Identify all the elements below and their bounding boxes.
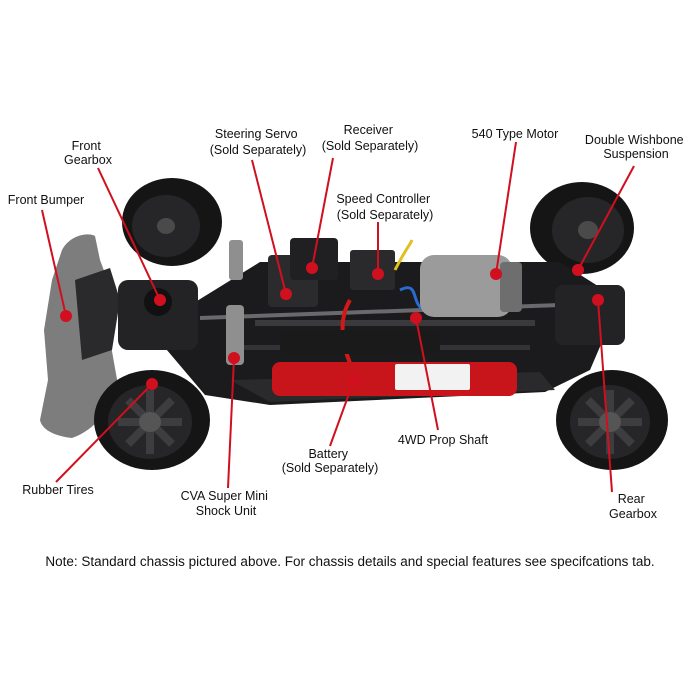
callout-labels: Front Gearbox Steering Servo (Sold Separ…: [8, 123, 687, 521]
callout-dot-rubber-tires: [146, 378, 158, 390]
callout-dot-receiver: [306, 262, 318, 274]
label-speed-controller: Speed Controller (Sold Separately): [336, 192, 433, 222]
label-shock-unit: CVA Super Mini Shock Unit: [181, 489, 272, 518]
front-left-wheel: [122, 178, 222, 266]
callout-line-front-bumper: [41, 209, 67, 317]
callout-line-front-gearbox: [97, 167, 161, 301]
callout-dot-speed-controller: [372, 268, 384, 280]
callout-line-receiver: [311, 157, 334, 269]
label-double-wishbone: Double Wishbone Suspension: [585, 133, 687, 161]
label-rear-gearbox: Rear Gearbox: [609, 492, 658, 521]
callout-dot-battery: [348, 374, 360, 386]
motor-can: [420, 255, 512, 317]
callout-line-shock-unit: [227, 357, 235, 489]
label-front-bumper: Front Bumper: [8, 193, 84, 207]
callout-dot-front-bumper: [60, 310, 72, 322]
callout-line-double-wishbone: [577, 165, 635, 271]
callout-line-motor: [495, 141, 517, 275]
label-motor: 540 Type Motor: [472, 127, 559, 141]
label-receiver: Receiver (Sold Separately): [322, 123, 419, 153]
chassis-note: Note: Standard chassis pictured above. F…: [45, 554, 655, 569]
label-front-gearbox: Front Gearbox: [64, 139, 113, 167]
callout-dot-rear-gearbox: [592, 294, 604, 306]
callout-dot-steering-servo: [280, 288, 292, 300]
front-right-wheel: [94, 370, 210, 470]
callout-dot-double-wishbone: [572, 264, 584, 276]
callout-line-prop-shaft: [415, 317, 439, 431]
shock-unit-illustration: [226, 240, 244, 365]
label-steering-servo: Steering Servo (Sold Separately): [210, 127, 307, 157]
callout-dot-motor: [490, 268, 502, 280]
callout-dot-shock-unit: [228, 352, 240, 364]
chassis-illustration: [40, 178, 668, 470]
callout-dot-prop-shaft: [410, 312, 422, 324]
label-battery: Battery (Sold Separately): [282, 447, 379, 475]
callout-line-steering-servo: [251, 159, 287, 295]
callout-line-battery: [329, 379, 355, 447]
callout-dot-front-gearbox: [154, 294, 166, 306]
label-rubber-tires: Rubber Tires: [22, 483, 94, 497]
callout-line-rear-gearbox: [597, 299, 613, 493]
rear-left-wheel: [530, 182, 634, 274]
rear-right-wheel: [556, 370, 668, 470]
callout-line-rubber-tires: [55, 383, 153, 483]
callouts: [41, 141, 635, 493]
label-prop-shaft: 4WD Prop Shaft: [398, 433, 489, 447]
battery-pack: [272, 330, 517, 396]
